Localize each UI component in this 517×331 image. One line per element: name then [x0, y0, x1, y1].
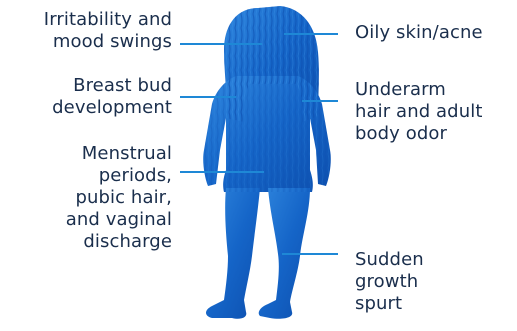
label-irritability-line-1: Irritability and [44, 9, 172, 31]
label-breast-bud-line-2: development [52, 97, 172, 119]
label-oily-skin-line-1: Oily skin/acne [355, 22, 483, 44]
silhouette-body [203, 6, 331, 319]
label-growth-line-2: growth [355, 271, 424, 293]
label-underarm-line-1: Underarm [355, 79, 482, 101]
label-irritability: Irritability and mood swings [44, 9, 172, 53]
label-underarm: Underarm hair and adult body odor [355, 79, 482, 145]
label-menstrual: Menstrual periods, pubic hair, and vagin… [66, 143, 172, 253]
label-breast-bud: Breast bud development [52, 75, 172, 119]
label-breast-bud-line-1: Breast bud [52, 75, 172, 97]
label-menstrual-line-4: and vaginal [66, 209, 172, 231]
label-growth: Sudden growth spurt [355, 249, 424, 315]
label-irritability-line-2: mood swings [44, 31, 172, 53]
label-oily-skin: Oily skin/acne [355, 22, 483, 44]
label-menstrual-line-2: periods, [66, 165, 172, 187]
label-menstrual-line-1: Menstrual [66, 143, 172, 165]
label-menstrual-line-5: discharge [66, 231, 172, 253]
label-underarm-line-3: body odor [355, 123, 482, 145]
label-growth-line-1: Sudden [355, 249, 424, 271]
label-growth-line-3: spurt [355, 293, 424, 315]
label-menstrual-line-3: pubic hair, [66, 187, 172, 209]
label-underarm-line-2: hair and adult [355, 101, 482, 123]
